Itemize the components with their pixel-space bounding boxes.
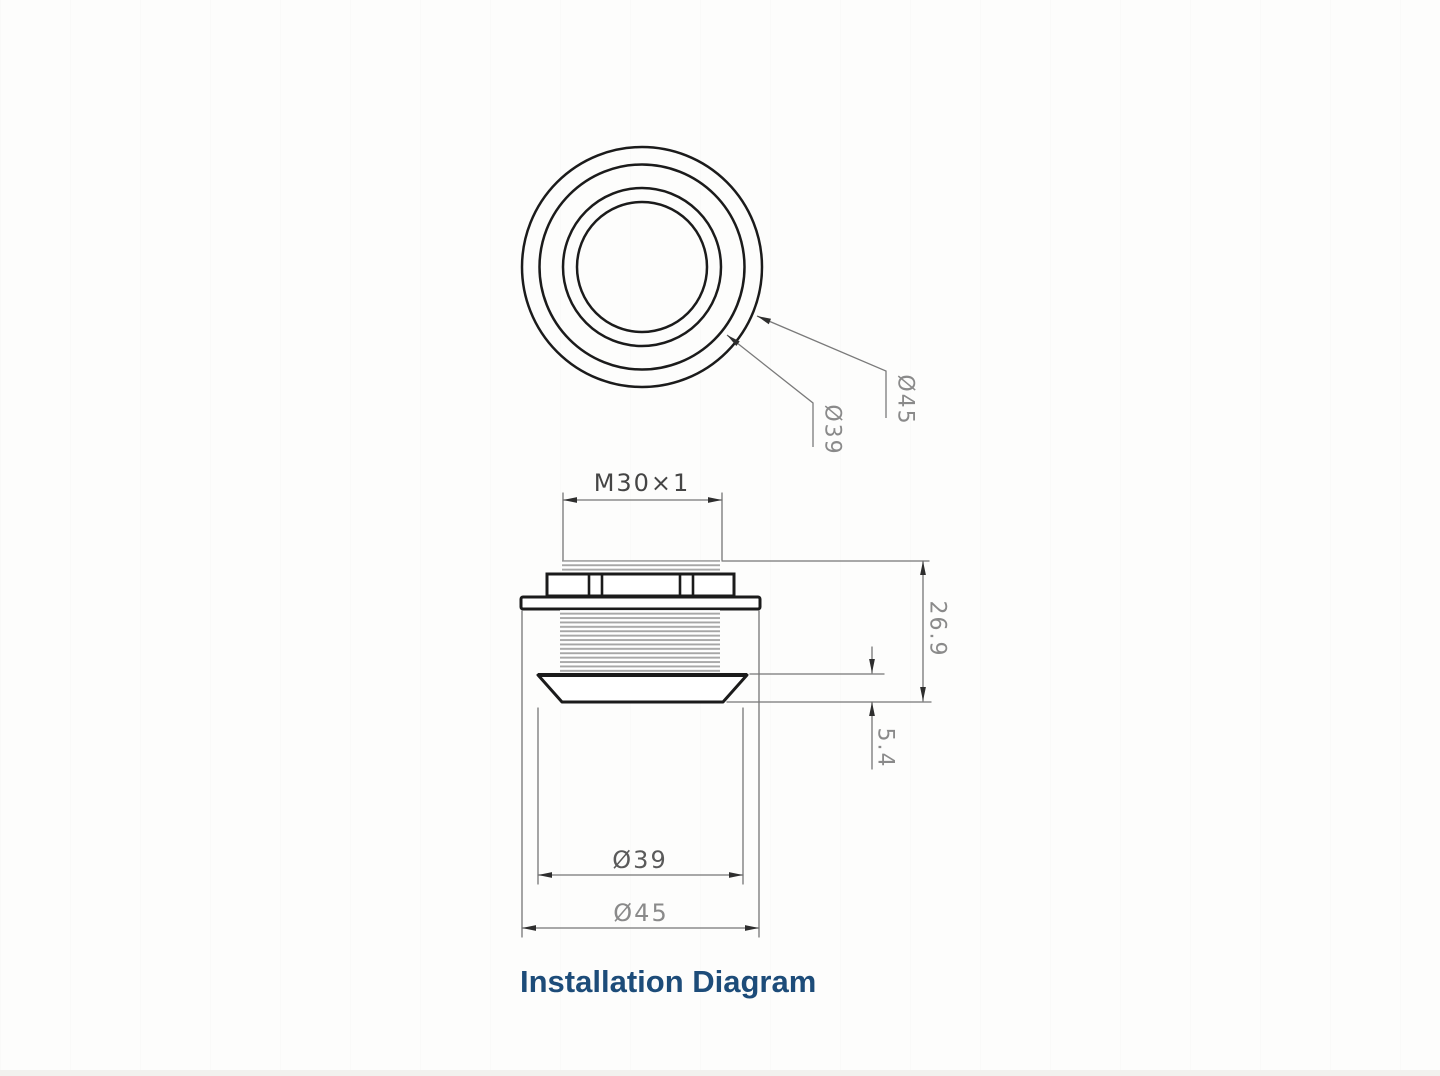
arrowhead bbox=[869, 702, 875, 716]
bezel-cone bbox=[536, 673, 749, 704]
side-view bbox=[519, 560, 762, 704]
arrowhead bbox=[920, 687, 926, 701]
bezel-height-label: 5.4 bbox=[872, 728, 897, 769]
arrowhead bbox=[563, 497, 577, 503]
top-view-outer-circle bbox=[520, 145, 764, 389]
arrowhead bbox=[522, 925, 536, 931]
arrowhead bbox=[869, 659, 875, 673]
top-view: Ø45 Ø39 bbox=[520, 145, 917, 456]
overall-height-label: 26.9 bbox=[924, 601, 949, 658]
flange-diameter-label: Ø45 bbox=[613, 899, 668, 927]
hex-nut bbox=[545, 572, 736, 598]
top-view-outer-diameter-label: Ø45 bbox=[892, 374, 917, 425]
top-view-third-circle bbox=[561, 186, 723, 348]
arrowhead bbox=[729, 872, 743, 878]
leader-arrow-inner-diameter bbox=[727, 335, 740, 346]
arrowhead bbox=[538, 872, 552, 878]
dimension-thread-spec: M30×1 bbox=[562, 469, 723, 561]
body-diameter-label: Ø39 bbox=[612, 846, 667, 874]
leader-line-outer-diameter bbox=[756, 315, 887, 418]
diagram-title: Installation Diagram bbox=[520, 964, 816, 999]
top-view-second-circle bbox=[538, 163, 746, 371]
dimension-body-diameter: Ø39 bbox=[537, 707, 744, 885]
arrowhead bbox=[745, 925, 759, 931]
dimension-overall-height: 26.9 bbox=[721, 560, 949, 703]
dimensions: M30×1 26.9 5.4 bbox=[521, 469, 949, 938]
thread-top-section bbox=[562, 560, 720, 574]
dimension-flange-diameter: Ø45 bbox=[521, 610, 760, 938]
leader-arrow-outer-diameter bbox=[757, 316, 771, 325]
flange-plate bbox=[519, 595, 762, 611]
thread-lower-section bbox=[560, 610, 720, 674]
thread-spec-label: M30×1 bbox=[594, 469, 691, 497]
top-view-inner-circle bbox=[575, 200, 709, 334]
bottom-strip bbox=[0, 1070, 1440, 1076]
leader-line-inner-diameter bbox=[726, 334, 814, 447]
dimension-bezel-height: 5.4 bbox=[749, 646, 897, 770]
arrowhead bbox=[920, 561, 926, 575]
arrowhead bbox=[708, 497, 722, 503]
top-view-inner-diameter-label: Ø39 bbox=[819, 404, 844, 455]
